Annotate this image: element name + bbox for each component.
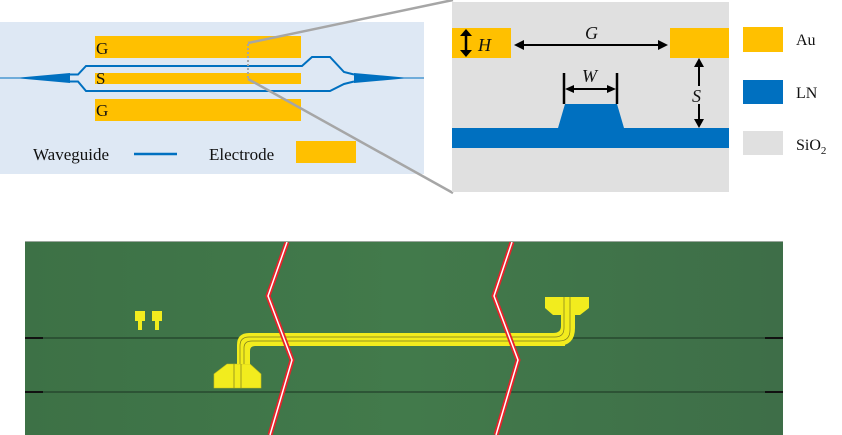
electrode-right [670, 28, 729, 58]
legend-electrode-label: Electrode [209, 145, 274, 164]
legend-swatch-sio2 [743, 131, 783, 155]
dimension-label-height: H [477, 35, 492, 55]
ln-slab [452, 128, 729, 148]
dimension-label-gap: G [585, 23, 598, 43]
ground-electrode-top [95, 36, 301, 58]
gap-arrow [514, 40, 668, 50]
electrode-right-pad [465, 297, 589, 346]
legend-swatch-au [743, 27, 783, 52]
legend-label-ln: LN [796, 85, 818, 102]
dimension-label-separation: S [692, 86, 701, 106]
separation-arrow [694, 58, 704, 128]
break-mark-left [265, 242, 295, 435]
ln-ridge [558, 104, 624, 128]
cross-section-svg: H G W S [452, 2, 729, 192]
electrode-label-ground-bottom: G [96, 101, 108, 120]
legend-label-sio2: SiO2 [796, 137, 826, 157]
break-mark-right [491, 242, 521, 435]
electrode-left [452, 28, 511, 58]
legend-label-sio2-main: SiO [796, 137, 821, 154]
legend-swatch-ln [743, 80, 783, 104]
electrode-label-signal: S [96, 69, 105, 88]
height-arrow [460, 29, 472, 57]
width-arrow [562, 73, 619, 104]
legend-label-sio2-subscript: 2 [821, 145, 827, 157]
legend-label-au: Au [796, 32, 816, 49]
legend-electrode-swatch [296, 141, 356, 163]
test-pads [135, 311, 162, 330]
device-micrograph [25, 241, 783, 435]
waveguide-upper-arm [70, 56, 355, 76]
ground-electrode-bottom [95, 99, 301, 121]
micrograph-svg [25, 242, 783, 435]
electrode-label-ground-top: G [96, 39, 108, 58]
material-legend-svg: Au LN SiO2 [743, 27, 826, 157]
material-legend: Au LN SiO2 [740, 20, 842, 170]
legend-waveguide-label: Waveguide [33, 145, 109, 164]
top-view-svg: G S G Waveguide Electrode [0, 22, 424, 174]
dimension-label-width: W [582, 66, 599, 86]
input-taper [0, 73, 70, 83]
cross-section-diagram: H G W S [452, 0, 732, 195]
top-view-schematic: G S G Waveguide Electrode [0, 0, 430, 200]
signal-electrode [95, 73, 301, 84]
